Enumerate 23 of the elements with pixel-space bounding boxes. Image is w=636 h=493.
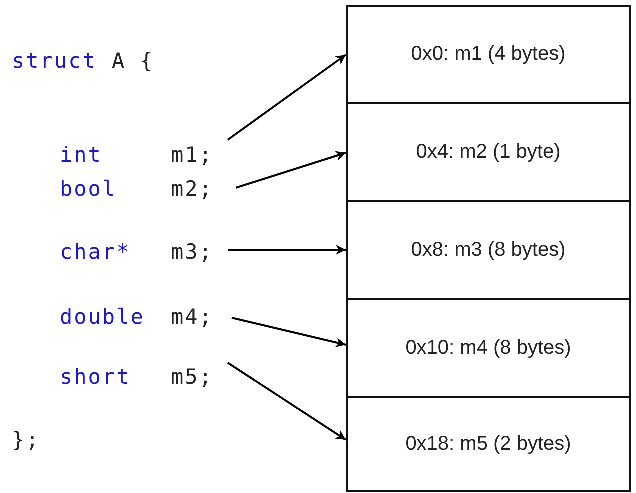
code-text: A {	[112, 48, 154, 74]
member-name: m5;	[171, 364, 214, 390]
code-text: };	[12, 427, 40, 453]
member-name: m4;	[171, 304, 214, 330]
memory-cell: 0x18: m5 (2 bytes)	[346, 396, 631, 492]
arrow	[227, 54, 347, 141]
member-name: m2;	[171, 176, 214, 202]
type-keyword: char*	[60, 239, 131, 265]
type-keyword: int	[60, 142, 102, 168]
memory-cell: 0x4: m2 (1 byte)	[346, 102, 631, 202]
arrow	[228, 245, 346, 255]
member-name: m1;	[171, 142, 214, 168]
member-name: m3;	[171, 239, 214, 265]
arrow	[232, 317, 346, 348]
memory-cell: 0x10: m4 (8 bytes)	[346, 298, 631, 398]
arrow	[236, 151, 346, 189]
type-keyword: bool	[60, 176, 117, 202]
type-keyword: double	[60, 304, 145, 330]
memory-cell: 0x0: m1 (4 bytes)	[346, 5, 631, 104]
type-keyword: short	[60, 364, 131, 390]
code-text: struct	[12, 48, 97, 74]
arrow	[227, 362, 347, 441]
memory-cell: 0x8: m3 (8 bytes)	[346, 200, 631, 300]
